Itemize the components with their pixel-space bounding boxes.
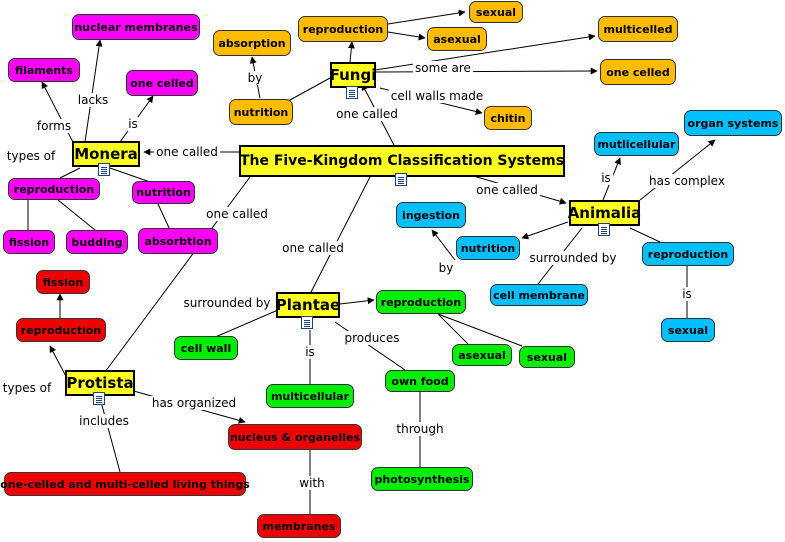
link-label: has organized — [149, 396, 239, 410]
concept-mutlicellular: mutlicellular — [594, 132, 679, 156]
concept-absorbtion: absorbtion — [138, 228, 218, 254]
concept-nutrition: nutrition — [132, 181, 195, 204]
link-label: by — [436, 261, 456, 275]
concept-nuclear-membranes: nuclear membranes — [72, 14, 200, 40]
link-label: through — [394, 422, 446, 436]
concept-reproduction: reproduction — [298, 16, 388, 42]
note-icon — [93, 392, 105, 405]
link-label: cell walls made — [388, 89, 486, 103]
link-label: is — [680, 287, 694, 301]
kingdom-protista: Protista — [65, 370, 135, 396]
link-label: with — [297, 476, 327, 490]
link-label: lacks — [75, 93, 111, 107]
concept-sexual: sexual — [519, 346, 575, 368]
link-label: is — [303, 345, 317, 359]
link-label: includes — [77, 414, 131, 428]
note-icon — [395, 173, 407, 186]
link-label: some are — [413, 61, 473, 75]
link-label: surrounded by — [181, 296, 273, 310]
concept-asexual: asexual — [427, 27, 487, 51]
concept-sexual: sexual — [469, 1, 523, 23]
concept-reproduction: reproduction — [642, 242, 734, 266]
concept-membranes: membranes — [257, 514, 341, 538]
concept-budding: budding — [66, 230, 128, 254]
concept-multicelled: multicelled — [598, 16, 678, 42]
concept-ingestion: ingestion — [396, 202, 466, 228]
concept-organ-systems: organ systems — [684, 110, 782, 136]
concept-nutrition: nutrition — [456, 236, 520, 260]
concept-nucleus-organelles: nucleus & organelles — [228, 424, 362, 450]
concept-fission: fission — [3, 230, 55, 254]
kingdom-fungi: Fungi — [330, 62, 376, 88]
concept-asexual: asexual — [452, 344, 512, 366]
concept-one-celled: one celled — [126, 70, 198, 96]
concept-cell-membrane: cell membrane — [490, 284, 588, 306]
link-label: one called — [474, 183, 540, 197]
diagram-title: The Five-Kingdom Classification Systems — [239, 145, 565, 177]
note-icon — [346, 86, 358, 99]
link-label: has complex — [647, 174, 727, 188]
link-label: types of — [4, 149, 58, 163]
concept-own-food: own food — [385, 370, 455, 392]
concept-reproduction: reproduction — [16, 318, 106, 342]
link-label: one called — [154, 145, 220, 159]
link-label: forms — [34, 119, 74, 133]
link-label: is — [126, 117, 140, 131]
link-label: surrounded by — [527, 251, 619, 265]
concept-one-celled: one celled — [600, 59, 676, 85]
concept-sexual: sexual — [661, 318, 715, 342]
concept-living-things: one-celled and multi-celled living thing… — [0, 472, 250, 496]
link-label: one called — [280, 241, 346, 255]
concept-cell-wall: cell wall — [174, 336, 238, 360]
concept-nutrition: nutrition — [229, 99, 293, 125]
note-icon — [301, 316, 313, 329]
kingdom-plantae: Plantae — [276, 292, 340, 318]
concept-reproduction: reproduction — [8, 178, 100, 200]
concept-photosynthesis: photosynthesis — [371, 467, 473, 491]
note-icon — [98, 163, 110, 176]
kingdom-animalia: Animalia — [568, 200, 641, 226]
link-label: by — [245, 71, 265, 85]
concept-filaments: filaments — [8, 58, 80, 82]
link-label: types of — [0, 381, 54, 395]
concept-multicellular: multicellular — [266, 384, 354, 408]
concept-absorption: absorption — [213, 30, 291, 56]
link-label: one called — [204, 207, 270, 221]
link-label: one called — [334, 107, 400, 121]
link-label: produces — [342, 331, 402, 345]
concept-reproduction: reproduction — [376, 290, 466, 314]
concept-chitin: chitin — [484, 106, 532, 130]
concept-fission: fission — [36, 270, 90, 294]
note-icon — [598, 223, 610, 236]
link-label: is — [599, 171, 613, 185]
kingdom-monera: Monera — [72, 141, 140, 167]
